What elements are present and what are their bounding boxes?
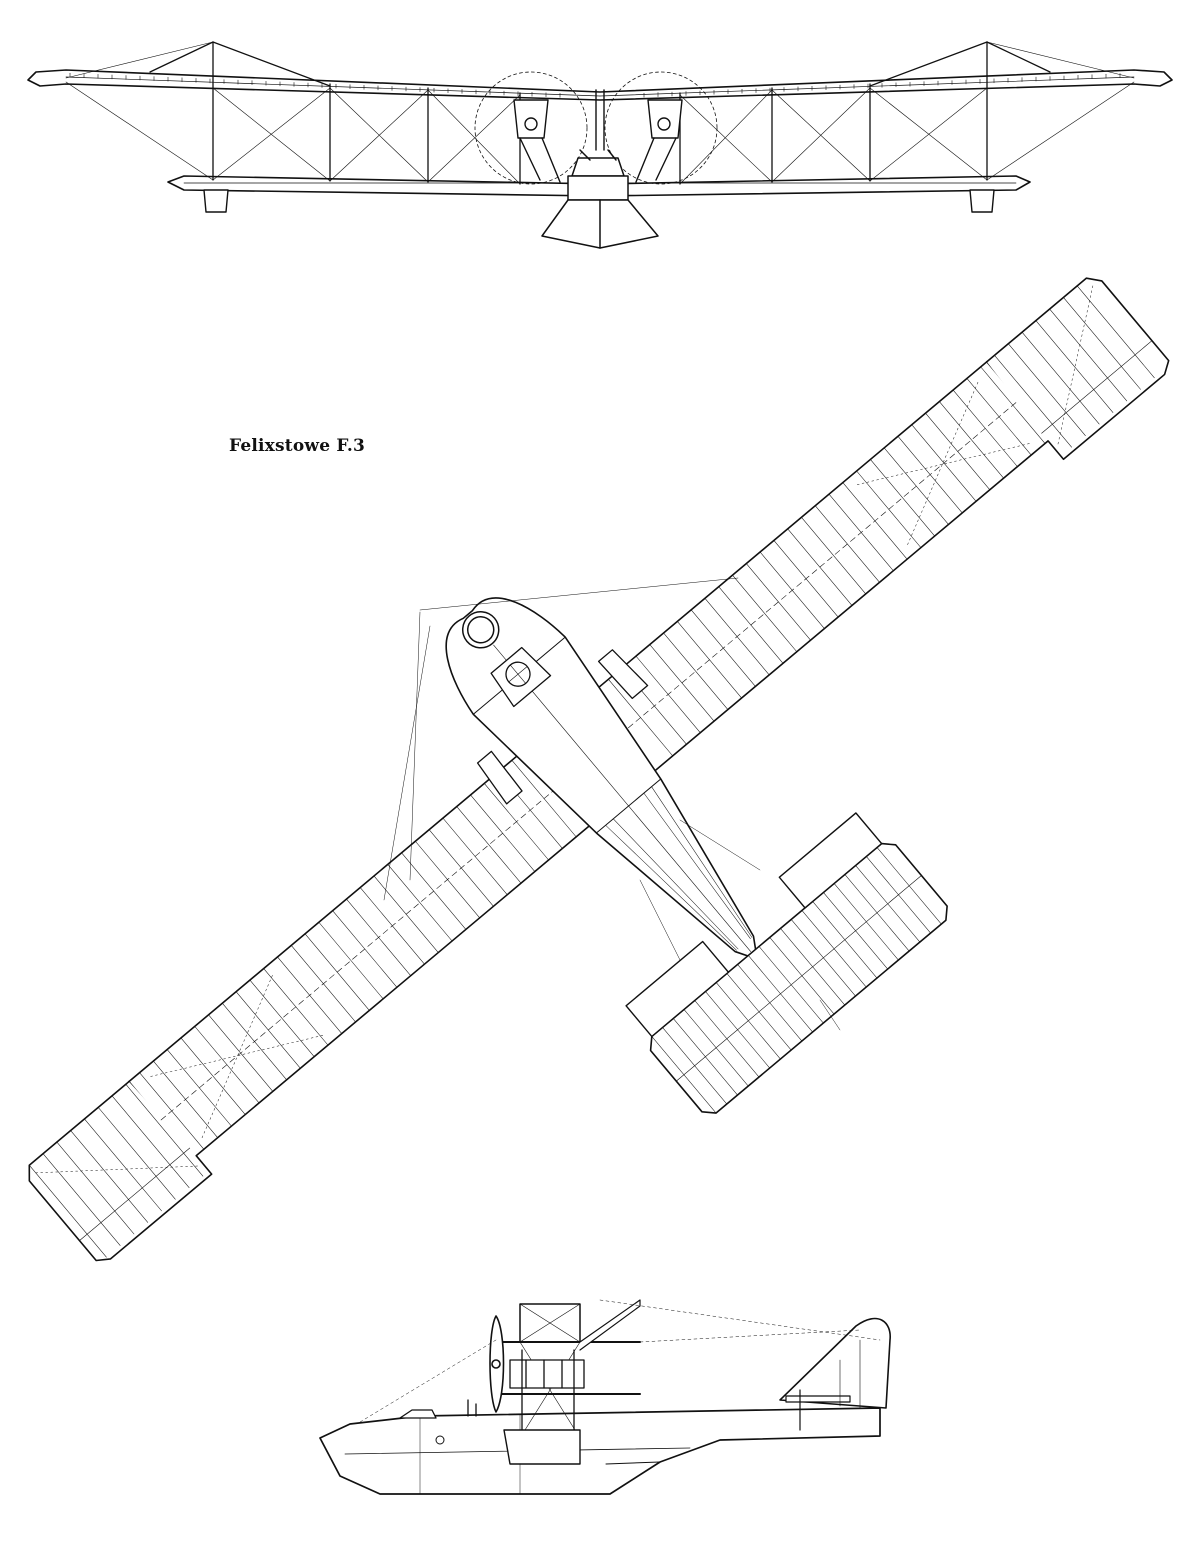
side-cockpit [399, 1399, 477, 1419]
front-propeller-discs [474, 71, 718, 185]
plan-engine-nacelles [476, 649, 649, 805]
side-tail-fin [779, 1317, 891, 1431]
drawing-title: Felixstowe F.3 [229, 436, 366, 456]
plan-tailplane [625, 812, 948, 1114]
side-hull [319, 1407, 881, 1495]
front-view [27, 41, 1173, 249]
side-wings [499, 1299, 641, 1439]
front-engine-nacelles [513, 89, 683, 183]
front-upper-wing [27, 69, 1173, 101]
front-hull [541, 149, 659, 249]
side-rigging-lines [359, 1299, 881, 1423]
front-wingtip-floats [203, 189, 995, 213]
side-wingtip-float [503, 1429, 581, 1465]
plan-tailplane-ribs [651, 847, 942, 1114]
side-engine [509, 1349, 585, 1433]
plan-wing-bracing [35, 285, 1094, 1174]
plan-bow-gun-ring [461, 611, 500, 649]
front-bracing-wires [65, 41, 1135, 185]
plan-cockpit [490, 646, 552, 708]
plan-rigging-lines [383, 577, 841, 1031]
side-propeller [489, 1315, 505, 1413]
front-wing-ribs [69, 72, 1121, 98]
plan-wing-ribs [29, 285, 1155, 1258]
